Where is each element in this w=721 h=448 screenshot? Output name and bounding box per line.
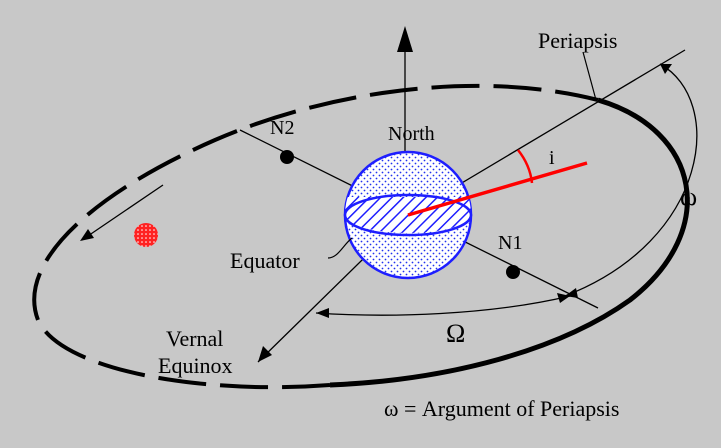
n2-label: N2 <box>270 117 294 139</box>
periapsis-leader <box>583 52 596 100</box>
orbiting-body <box>134 223 158 247</box>
big-omega-arc <box>316 293 570 318</box>
omega-small-label: ω <box>680 182 697 211</box>
periapsis-label: Periapsis <box>538 28 617 53</box>
node-n1-dot <box>506 265 520 279</box>
big-omega-label: Ω <box>446 319 465 348</box>
equinox-label: Equinox <box>158 353 233 378</box>
n1-label: N1 <box>498 232 522 254</box>
omega-arc <box>565 64 697 298</box>
equator-leader <box>328 238 352 258</box>
inclination-label: i <box>549 147 555 169</box>
caption-label: ω = Argument of Periapsis <box>384 396 619 421</box>
equator-label: Equator <box>230 248 300 273</box>
vernal-label: Vernal <box>166 326 223 351</box>
node-n2-dot <box>280 150 294 164</box>
north-label: North <box>388 123 435 145</box>
